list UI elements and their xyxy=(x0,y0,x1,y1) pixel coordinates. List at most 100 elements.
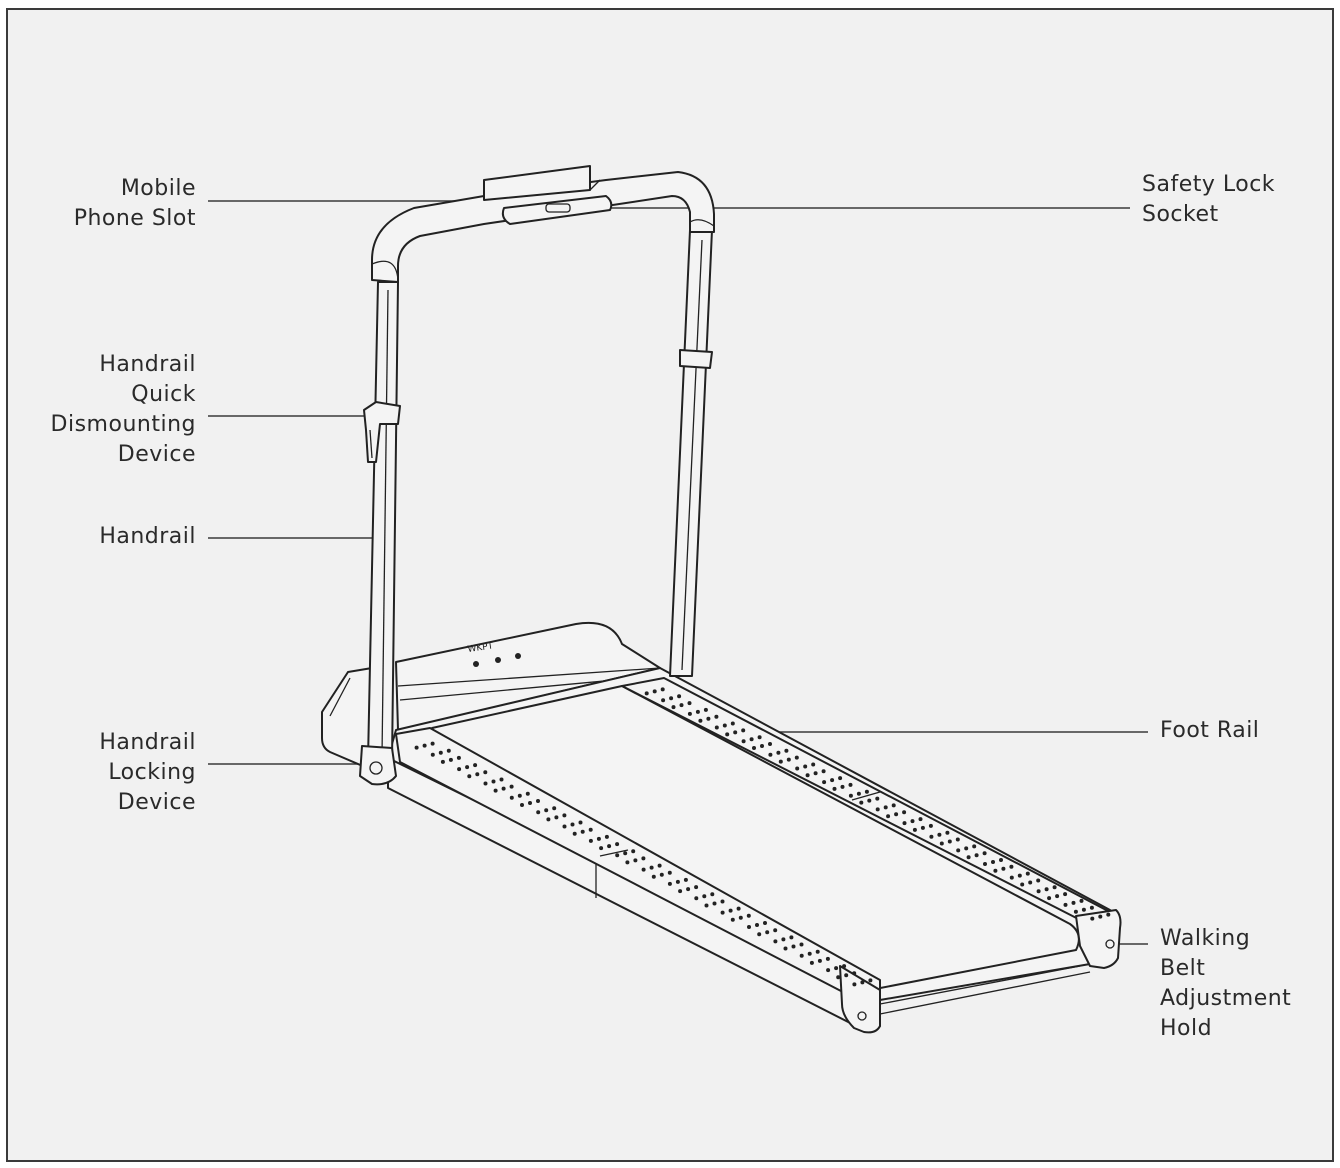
grip-dot xyxy=(588,827,593,832)
grip-dot xyxy=(457,767,462,772)
grip-dot xyxy=(928,823,933,828)
grip-dot xyxy=(875,807,880,812)
leader-lines xyxy=(208,200,1148,945)
grip-dot xyxy=(929,834,934,839)
belt-roller xyxy=(879,965,1091,1015)
grip-dot xyxy=(570,822,575,827)
grip-dot xyxy=(730,721,735,726)
grip-dot xyxy=(955,837,960,842)
front-cap-right xyxy=(1075,909,1122,969)
front-cap-left xyxy=(839,965,881,1034)
grip-dot xyxy=(546,817,551,822)
grip-dot xyxy=(671,705,676,710)
grip-dot xyxy=(848,782,853,787)
grip-dot xyxy=(491,779,496,784)
grip-dot xyxy=(830,778,835,783)
safety-lock-key-slot xyxy=(545,203,571,213)
grip-dot xyxy=(679,703,684,708)
grip-dot xyxy=(714,725,719,730)
grip-dot xyxy=(698,718,703,723)
grip-dot xyxy=(641,867,646,872)
grip-dot xyxy=(789,935,794,940)
grip-dot xyxy=(1071,900,1076,905)
grip-dot xyxy=(852,971,857,976)
grip-dot xyxy=(891,803,896,808)
grip-dot xyxy=(883,805,888,810)
grip-dot xyxy=(578,820,583,825)
grip-dot xyxy=(791,944,796,949)
grip-dot xyxy=(517,793,522,798)
grip-dot xyxy=(446,748,451,753)
grip-dot xyxy=(746,913,751,918)
grip-dot xyxy=(438,750,443,755)
console: WKPT xyxy=(467,641,521,667)
console-button-2 xyxy=(495,657,501,663)
grip-dot xyxy=(786,757,791,762)
adjustment-hold-right xyxy=(1105,939,1115,949)
grip-dot xyxy=(856,791,861,796)
grip-dot xyxy=(660,687,665,692)
grip-dot xyxy=(902,821,907,826)
console-button-1 xyxy=(473,661,479,667)
label-handrail: Handrail xyxy=(99,524,196,549)
grip-dot xyxy=(912,827,917,832)
grip-dot xyxy=(1036,878,1041,883)
grip-dot xyxy=(678,889,683,894)
grip-dot xyxy=(544,808,549,813)
grip-dot xyxy=(501,786,506,791)
label-mobile-phone-slot: Mobile Phone Slot xyxy=(73,176,196,231)
grip-dot xyxy=(1009,864,1014,869)
grip-dot xyxy=(657,863,662,868)
safety-lock-socket xyxy=(501,195,613,225)
grip-dot xyxy=(983,862,987,866)
grip-dot xyxy=(825,956,830,961)
grip-dot xyxy=(1079,898,1084,903)
grip-dot xyxy=(993,868,998,873)
grip-dot xyxy=(844,973,849,978)
grip-dot xyxy=(1063,902,1068,907)
grip-dot xyxy=(1036,889,1041,894)
grip-dot xyxy=(813,771,818,776)
grip-dot xyxy=(414,745,419,750)
grip-dot xyxy=(631,849,636,854)
grip-dot xyxy=(493,788,498,793)
handrail-locking-device xyxy=(359,745,397,786)
grip-dot xyxy=(695,709,700,714)
adjustment-hold-left xyxy=(857,1011,867,1021)
grip-dot xyxy=(768,752,773,757)
grip-dot xyxy=(562,813,567,818)
grip-dot xyxy=(604,834,609,839)
grip-dot xyxy=(649,865,654,870)
grip-dot xyxy=(763,921,767,925)
grip-dot xyxy=(588,838,593,843)
grip-dot xyxy=(832,786,837,791)
grip-dot xyxy=(773,939,778,944)
grip-dot xyxy=(826,968,831,973)
grip-dot xyxy=(430,741,435,746)
grip-dot xyxy=(894,812,899,817)
grip-dot xyxy=(860,980,865,985)
grip-dot xyxy=(964,846,969,851)
grip-dot xyxy=(811,762,816,767)
grip-dot xyxy=(694,896,699,901)
grip-dot xyxy=(641,856,646,861)
grip-dot xyxy=(448,757,453,762)
grip-dot xyxy=(848,793,853,798)
quick-dismounting-device xyxy=(363,401,401,463)
grip-dot xyxy=(999,858,1003,862)
handrail-frame xyxy=(359,165,715,786)
grip-dot xyxy=(1017,873,1022,878)
grip-dot xyxy=(947,839,952,844)
grip-dot xyxy=(945,830,950,835)
grip-dot xyxy=(902,810,907,815)
grip-dot xyxy=(768,742,772,746)
grip-dot xyxy=(730,917,735,922)
grip-dot xyxy=(702,894,707,899)
grip-dot xyxy=(1044,887,1049,892)
grip-dot xyxy=(720,910,725,915)
grip-dot xyxy=(554,815,559,820)
grip-dot xyxy=(836,975,841,980)
grip-dot xyxy=(747,925,751,929)
grip-dot xyxy=(966,855,971,860)
foot-rail-grip-dots xyxy=(414,687,1111,987)
